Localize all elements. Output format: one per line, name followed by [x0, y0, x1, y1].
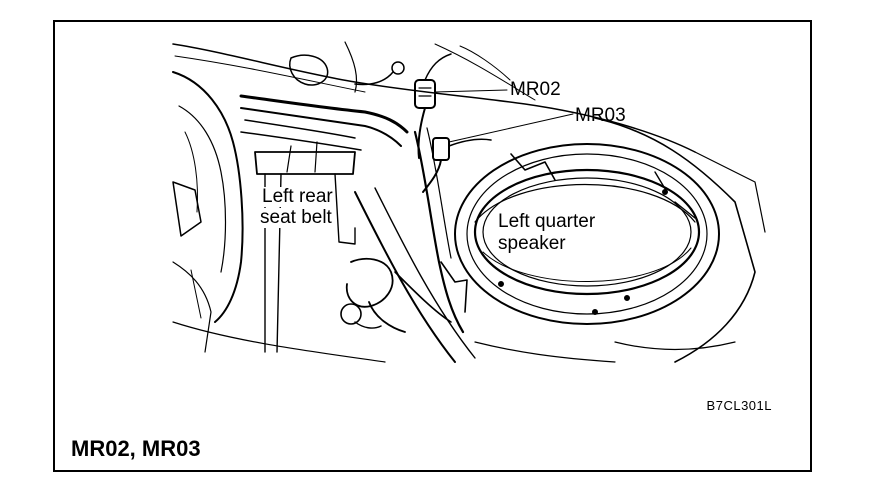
- mr02-label: MR02: [510, 79, 561, 100]
- figure-frame: MR02 MR03 Left rear seat belt Left quart…: [53, 20, 812, 472]
- seat-belt-label-line1: Left rear: [260, 186, 335, 207]
- seat-belt-label-line2: seat belt: [258, 207, 334, 228]
- figure-caption: MR02, MR03: [71, 436, 201, 461]
- mr03-label: MR03: [575, 105, 626, 126]
- figure-code: B7CL301L: [706, 398, 772, 413]
- speaker-label-line2: speaker: [498, 233, 566, 254]
- speaker-label-line1: Left quarter: [498, 211, 596, 232]
- vehicle-interior-illustration: [172, 41, 766, 363]
